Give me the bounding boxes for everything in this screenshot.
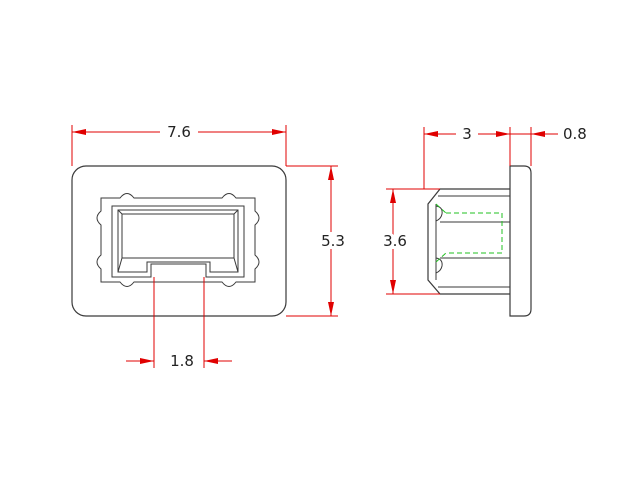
flange-thickness-dimension-label: 0.8 bbox=[563, 125, 587, 143]
front-view bbox=[71, 165, 287, 317]
front-window-diag-3 bbox=[117, 257, 123, 273]
front-window-diag-2 bbox=[233, 209, 239, 215]
dimension-flange-thickness: 0.8 bbox=[510, 125, 587, 166]
front-outer-outline bbox=[71, 165, 287, 317]
front-window bbox=[121, 213, 235, 259]
width-dimension-label: 7.6 bbox=[167, 123, 191, 141]
side-hidden-diag-2 bbox=[435, 252, 447, 263]
front-inner-frame-2 bbox=[117, 209, 239, 273]
front-frame-outline bbox=[96, 193, 260, 287]
body-length-dimension-label: 3 bbox=[462, 125, 472, 143]
height-dimension-label: 5.3 bbox=[321, 232, 345, 250]
side-hidden-diag bbox=[435, 203, 447, 214]
front-inner-frame bbox=[111, 205, 245, 278]
side-rib-bottom bbox=[435, 257, 443, 274]
dimension-height: 5.3 bbox=[286, 165, 348, 317]
dimension-body-length: 3 bbox=[423, 125, 511, 189]
side-hidden-slot bbox=[446, 212, 503, 254]
front-window-diag-1 bbox=[117, 209, 123, 215]
dimension-slot: 1.8 bbox=[126, 277, 232, 370]
side-flange bbox=[509, 165, 532, 317]
dimension-width: 7.6 bbox=[71, 123, 287, 166]
side-view bbox=[427, 165, 532, 317]
body-height-dimension-label: 3.6 bbox=[383, 232, 407, 250]
slot-dimension-label: 1.8 bbox=[170, 352, 194, 370]
dimension-body-height: 3.6 bbox=[380, 188, 440, 295]
front-window-diag-4 bbox=[233, 257, 239, 273]
side-rib-top bbox=[435, 205, 443, 222]
side-body-outline bbox=[427, 188, 510, 295]
